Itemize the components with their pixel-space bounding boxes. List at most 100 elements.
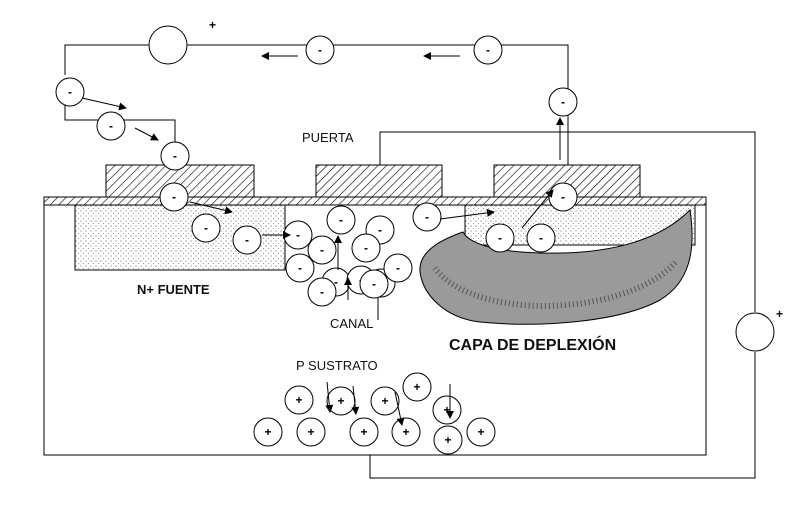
electron-circle <box>473 35 503 65</box>
hole-circle <box>349 417 379 447</box>
electron-symbol: - <box>425 210 429 224</box>
electron-symbol: - <box>68 85 72 99</box>
electron-circle <box>232 225 262 255</box>
hole: + <box>370 386 400 416</box>
hole-symbol: + <box>264 425 271 439</box>
electron-symbol: - <box>561 190 565 204</box>
gate-wire <box>379 131 756 312</box>
hole-arrow <box>325 381 334 413</box>
electron-circle <box>351 233 381 263</box>
electron-circle <box>383 253 413 283</box>
depletion-layer <box>419 208 693 325</box>
hole-circle <box>433 425 463 455</box>
electron-symbol: - <box>364 241 368 255</box>
electron-symbol: - <box>245 233 249 247</box>
gate-contact <box>315 164 443 198</box>
oxide-layer <box>43 196 707 206</box>
electron: - <box>412 202 442 232</box>
electron: - <box>55 77 85 107</box>
hole-symbol: + <box>381 394 388 408</box>
hole: + <box>402 372 432 402</box>
electron: - <box>473 35 503 65</box>
electron-circle <box>307 235 337 265</box>
electron-symbol: - <box>172 190 176 204</box>
flow-arrow <box>439 208 495 220</box>
hole-circle <box>432 395 462 425</box>
electron-circle <box>307 277 337 307</box>
hole-circle <box>253 417 283 447</box>
hole-symbol: + <box>337 394 344 408</box>
hole-symbol: + <box>307 425 314 439</box>
electron-symbol: - <box>109 119 113 133</box>
electron: - <box>232 225 262 255</box>
electron-group: ------------------------- <box>55 35 578 307</box>
bottom-wire <box>369 352 756 479</box>
electron-symbol: - <box>318 43 322 57</box>
hole-circle <box>402 372 432 402</box>
electron: - <box>191 213 221 243</box>
electron-circle <box>191 213 221 243</box>
hole-symbol: + <box>295 393 302 407</box>
hole: + <box>391 417 421 447</box>
electron: - <box>548 87 578 117</box>
electron: - <box>285 253 315 283</box>
electron-symbol: - <box>561 95 565 109</box>
gate-label: PUERTA <box>302 130 354 145</box>
electron: - <box>526 223 556 253</box>
flow-arrow <box>134 127 159 141</box>
electron: - <box>326 205 356 235</box>
electron-circle <box>305 35 335 65</box>
electron: - <box>548 182 578 212</box>
hole-circle <box>466 417 496 447</box>
hole-symbol: + <box>402 425 409 439</box>
electron-symbol: - <box>539 231 543 245</box>
channel-label: CANAL <box>330 316 373 331</box>
electron-circle <box>412 202 442 232</box>
substrate-label: P SUSTRATO <box>296 358 378 373</box>
hole-circle <box>370 386 400 416</box>
top-battery-polarity: + <box>209 18 216 32</box>
electron-circle <box>359 269 389 299</box>
hole-symbol: + <box>360 425 367 439</box>
electron: - <box>96 111 126 141</box>
flow-arrow <box>81 97 127 111</box>
right-battery <box>735 312 775 352</box>
hole: + <box>433 425 463 455</box>
electron: - <box>383 253 413 283</box>
electron-circle <box>326 205 356 235</box>
top-circuit-wire-right <box>186 44 569 165</box>
electron-symbol: - <box>372 277 376 291</box>
electron-circle <box>526 223 556 253</box>
electron: - <box>307 235 337 265</box>
electron-circle <box>55 77 85 107</box>
electron-circle <box>548 87 578 117</box>
hole: + <box>253 417 283 447</box>
electron-symbol: - <box>498 231 502 245</box>
electron: - <box>159 182 189 212</box>
hole: + <box>349 417 379 447</box>
electron-circle <box>285 253 315 283</box>
arrow-group <box>81 52 564 426</box>
electron-symbol: - <box>378 223 382 237</box>
electron-circle <box>160 141 190 171</box>
hole-arrow <box>351 385 360 415</box>
electron-symbol: - <box>396 261 400 275</box>
electron-symbol: - <box>486 43 490 57</box>
flow-arrow <box>521 189 554 229</box>
hole: + <box>466 417 496 447</box>
hole: + <box>284 385 314 415</box>
top-circuit-wire <box>64 44 150 75</box>
electron-circle <box>96 111 126 141</box>
electron: - <box>359 269 389 299</box>
electron-symbol: - <box>204 221 208 235</box>
electron-symbol: - <box>334 275 338 289</box>
electron: - <box>307 277 337 307</box>
electron-symbol: - <box>298 261 302 275</box>
top-battery <box>148 25 188 65</box>
hole-symbol: + <box>443 403 450 417</box>
electron-symbol: - <box>296 228 300 242</box>
electron: - <box>485 223 515 253</box>
hole: + <box>296 417 326 447</box>
hole-circle <box>296 417 326 447</box>
